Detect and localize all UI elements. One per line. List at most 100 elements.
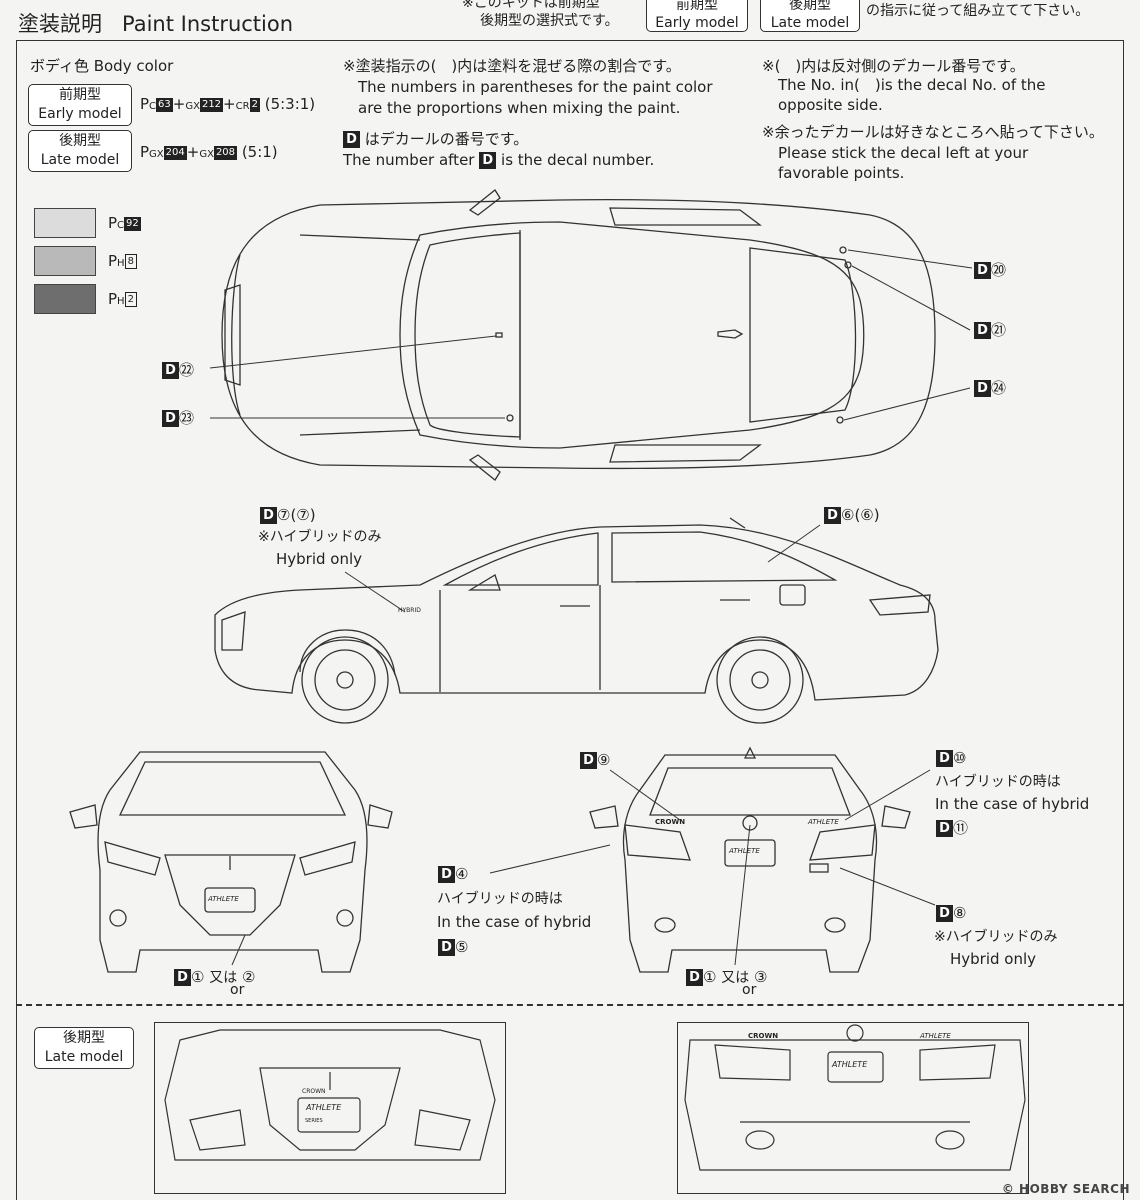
swatch-num: 92 [124,216,141,231]
formula-gx: GX [185,101,200,112]
late-rear-crown: CROWN [748,1032,779,1040]
leftover-note-jp: ※余ったデカールは好きなところへ貼って下さい。 [762,123,1104,141]
decal-note-en-suffix: is the decal number. [501,151,655,169]
formula-c: C [149,101,157,112]
decal-num: ⑤ [455,938,469,956]
hybrid-case-jp: ハイブリッドの時は [935,774,1061,790]
paint-cr2: 2 [249,97,260,112]
opposite-note-jp: ※( )内は反対側のデカール番号です。 [762,57,1025,75]
opposite-note-en2: opposite side. [778,96,883,114]
swatch-sub: H [117,296,125,307]
decal-num: ⑩ [953,749,967,767]
decal-note-en: The number after D is the decal number. [343,150,654,171]
hybrid-only-jp-rear: ※ハイブリッドのみ [934,929,1058,945]
late-ratio: (5:1) [241,143,278,161]
car-side-view [214,517,939,724]
decal-num: ④ [455,865,469,883]
swatch-prefix: P [108,214,118,232]
or-jp: 又は [209,970,238,986]
decal-num: ⑨ [597,751,611,769]
decal-num: ③ [754,968,768,986]
paint-ratio-note-jp: ※塗装指示の( )内は塗料を混ぜる際の割合です。 [343,57,681,75]
title-en: Paint Instruction [122,12,294,36]
hybrid-case-en: In the case of hybrid [935,795,1090,813]
late-panel-en: Late model [44,1049,124,1065]
formula-gx: GX [149,149,164,160]
swatch-num: 8 [124,254,137,269]
paint-c63: 63 [156,97,173,112]
car-front-view [69,751,393,973]
late-en: Late model [770,15,850,31]
decal-num: ① [191,968,205,986]
leftover-note-en1: Please stick the decal left at your [778,144,1029,162]
late-rear-plate: ATHLETE [832,1060,868,1069]
early-model-box: 前期型 Early model [28,84,132,126]
d-icon: D [174,969,191,986]
formula-p: P [140,95,150,113]
car-rear-view [589,746,911,973]
early-box-jp: 前期型 [59,87,101,103]
formula-p: P [140,143,150,161]
hybrid-only-en: Hybrid only [276,550,363,568]
opposite-note-en1: The No. in( )is the decal No. of the [778,76,1046,94]
decal-num: ㉔ [991,379,1007,397]
section-divider [16,1004,1124,1006]
d-icon: D [479,152,497,169]
decal-num: ⑦ [277,506,291,524]
late-front-crown: CROWN [302,1088,326,1095]
leader-lines [209,249,973,966]
paint-ratio-note-en1: The numbers in parentheses for the paint… [358,78,713,96]
late-rear-panel [677,1022,1029,1194]
decal-num: ① [703,968,717,986]
plus: + [172,95,186,113]
top-note-line2: 後期型の選択式です。 [480,13,619,29]
early-ratio: (5:3:1) [264,95,316,113]
paint-gx212: 212 [199,97,224,112]
paint-gx208: 208 [213,145,238,160]
decal-num: ② [242,968,256,986]
or-en: or [742,982,757,998]
decal-num-opposite: (⑦) [290,506,316,524]
plus: + [223,95,236,113]
leftover-note-en2: favorable points. [778,164,905,182]
d-icon: D [343,131,360,148]
d-icon: D [260,507,277,524]
swatch-num: 2 [124,292,137,307]
swatch-sub: C [117,220,125,231]
late-front-panel [154,1022,506,1194]
d-icon: D [438,939,455,956]
car-top-view [221,189,936,481]
formula-cr: CR [235,101,250,112]
late-panel-jp: 後期型 [63,1030,105,1046]
color-swatch [34,284,96,314]
late-model-panel-label: 後期型 Late model [34,1027,134,1069]
decal-note-jp: D はデカールの番号です。 [343,129,528,150]
early-jp: 前期型 [676,0,718,13]
d-icon: D [974,322,991,339]
hybrid-case-jp-2: ハイブリッドの時は [437,891,563,907]
plus: + [186,143,200,161]
decal-num: ㉑ [991,321,1007,339]
body-color-label: ボディ色 Body color [30,57,174,75]
decal-num: ⑪ [953,819,969,837]
late-jp: 後期型 [789,0,831,13]
or-en: or [230,982,245,998]
d-icon: D [974,380,991,397]
